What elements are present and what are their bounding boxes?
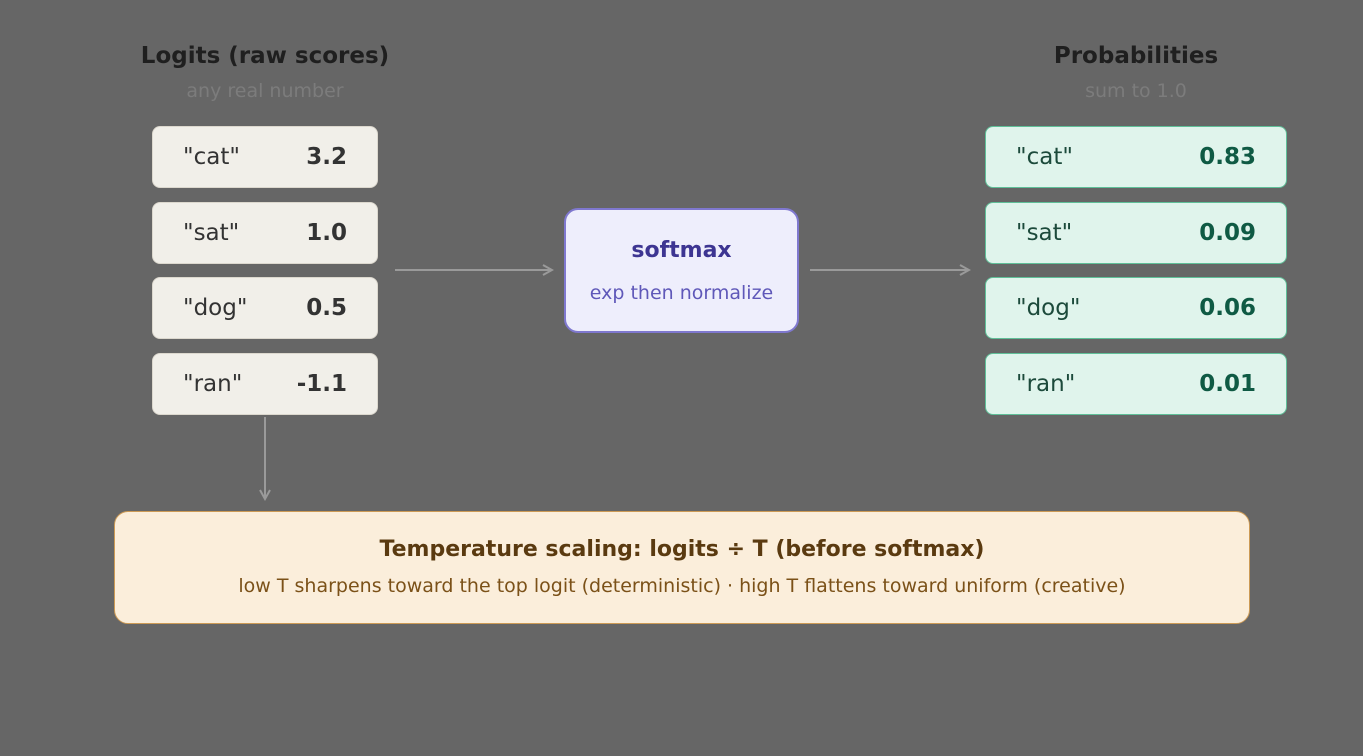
logit-value: 3.2 (306, 144, 347, 170)
logit-value: 1.0 (306, 220, 347, 246)
logit-value: -1.1 (296, 371, 347, 397)
logit-item-sat: "sat" 1.0 (152, 202, 378, 264)
token-label: "dog" (1016, 295, 1081, 321)
probabilities-header: Probabilities sum to 1.0 (986, 42, 1286, 103)
logit-item-cat: "cat" 3.2 (152, 126, 378, 188)
token-label: "sat" (183, 220, 240, 246)
softmax-subtitle: exp then normalize (589, 282, 774, 304)
prob-item-dog: "dog" 0.06 (985, 277, 1287, 339)
softmax-node: softmax exp then normalize (564, 208, 799, 333)
token-label: "cat" (183, 144, 240, 170)
prob-item-sat: "sat" 0.09 (985, 202, 1287, 264)
temperature-scaling-note: Temperature scaling: logits ÷ T (before … (114, 511, 1250, 624)
token-label: "ran" (183, 371, 243, 397)
softmax-title: softmax (631, 238, 732, 263)
probabilities-subtitle: sum to 1.0 (1085, 80, 1187, 102)
token-label: "cat" (1016, 144, 1073, 170)
logit-value: 0.5 (306, 295, 347, 321)
temperature-title: Temperature scaling: logits ÷ T (before … (379, 537, 985, 562)
probability-value: 0.83 (1199, 144, 1256, 170)
probability-value: 0.01 (1199, 371, 1256, 397)
prob-item-cat: "cat" 0.83 (985, 126, 1287, 188)
token-label: "ran" (1016, 371, 1076, 397)
temperature-subtitle: low T sharpens toward the top logit (det… (238, 575, 1126, 597)
probability-value: 0.06 (1199, 295, 1256, 321)
logit-item-dog: "dog" 0.5 (152, 277, 378, 339)
token-label: "sat" (1016, 220, 1073, 246)
prob-item-ran: "ran" 0.01 (985, 353, 1287, 415)
token-label: "dog" (183, 295, 248, 321)
logit-item-ran: "ran" -1.1 (152, 353, 378, 415)
probabilities-title: Probabilities (1053, 43, 1219, 69)
logits-subtitle: any real number (186, 80, 344, 102)
probability-value: 0.09 (1199, 220, 1256, 246)
logits-header: Logits (raw scores) any real number (115, 42, 415, 103)
logits-title: Logits (raw scores) (140, 43, 390, 69)
